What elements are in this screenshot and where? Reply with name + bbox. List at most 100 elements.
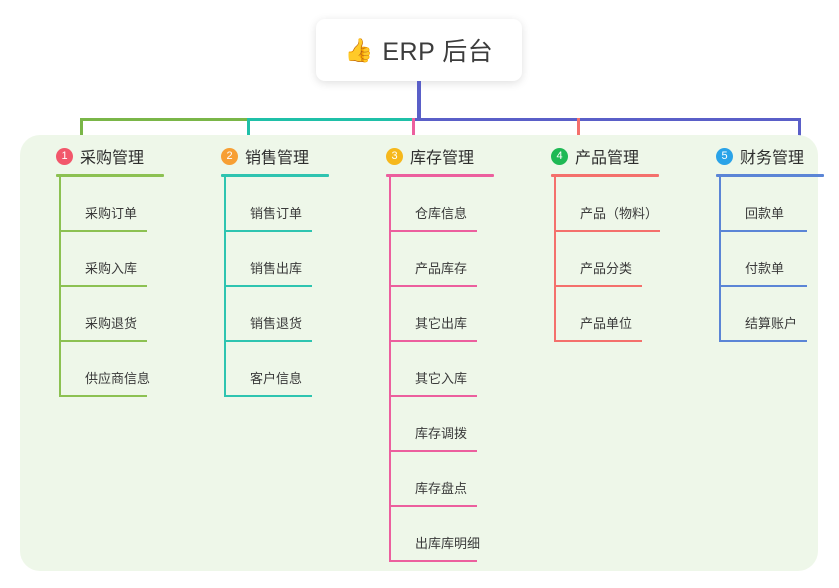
branch-item-underline [391, 450, 477, 452]
branch-item-purchase-4[interactable]: 供应商信息 [59, 342, 190, 397]
branch-item-label: 销售出库 [250, 261, 303, 276]
branch-title-product: 产品管理 [575, 150, 640, 167]
branch-item-label: 客户信息 [250, 371, 303, 386]
branch-item-underline [226, 340, 312, 342]
branch-header[interactable]: 4 产品管理 [533, 143, 685, 169]
branch-item-label: 其它入库 [415, 371, 468, 386]
branch-item-underline [391, 340, 477, 342]
branch-spine [554, 177, 556, 342]
branch-item-label: 出库库明细 [415, 536, 481, 551]
branch-item-underline [391, 560, 477, 562]
branch-underline [221, 174, 329, 177]
root-node-card[interactable]: 👍 ERP 后台 [316, 19, 522, 81]
branch-item-label: 采购退货 [85, 316, 138, 331]
branch-item-label: 采购订单 [85, 206, 138, 221]
branch-items: 回款单 付款单 结算账户 [719, 177, 839, 342]
branch-item-inventory-6[interactable]: 库存盘点 [389, 452, 520, 507]
branch-item-inventory-1[interactable]: 仓库信息 [389, 177, 520, 232]
branch-number-badge-3: 3 [386, 147, 403, 165]
branch-items: 采购订单 采购入库 采购退货 供应商信息 [59, 177, 190, 397]
branch-item-underline [61, 230, 147, 232]
branch-item-underline [391, 505, 477, 507]
branch-item-label: 回款单 [745, 206, 785, 221]
thumbs-up-icon: 👍 [344, 36, 374, 63]
branch-item-product-3[interactable]: 产品单位 [554, 287, 685, 342]
branch-underline [551, 174, 659, 177]
branch-item-underline [61, 395, 147, 397]
branch-item-sales-4[interactable]: 客户信息 [224, 342, 355, 397]
branch-column-product: 4 产品管理 产品（物料） 产品分类 产品单位 [533, 143, 685, 342]
branch-column-finance: 5 财务管理 回款单 付款单 结算账户 [698, 143, 839, 342]
branch-item-underline [226, 230, 312, 232]
branch-item-label: 结算账户 [745, 316, 798, 331]
branch-spine [59, 177, 61, 397]
bus-segment-2 [412, 118, 801, 121]
branch-item-underline [61, 285, 147, 287]
branch-header[interactable]: 5 财务管理 [698, 143, 839, 169]
branch-header[interactable]: 1 采购管理 [38, 143, 190, 169]
branch-item-label: 其它出库 [415, 316, 468, 331]
branch-items: 产品（物料） 产品分类 产品单位 [554, 177, 685, 342]
branch-item-sales-1[interactable]: 销售订单 [224, 177, 355, 232]
branch-item-underline [556, 230, 660, 232]
root-stem [417, 81, 421, 121]
branch-item-inventory-2[interactable]: 产品库存 [389, 232, 520, 287]
branch-item-label: 产品库存 [415, 261, 468, 276]
branch-item-inventory-4[interactable]: 其它入库 [389, 342, 520, 397]
branch-item-label: 仓库信息 [415, 206, 468, 221]
branch-header[interactable]: 2 销售管理 [203, 143, 355, 169]
branch-item-label: 产品单位 [580, 316, 633, 331]
branch-item-label: 产品分类 [580, 261, 633, 276]
branch-number-badge-1: 1 [56, 147, 73, 165]
branch-items: 仓库信息 产品库存 其它出库 其它入库 库存调拨 库存盘点 出库库明细 [389, 177, 520, 562]
branch-item-label: 库存盘点 [415, 481, 468, 496]
branch-number-badge-5: 5 [716, 147, 733, 165]
branch-item-underline [721, 230, 807, 232]
branch-item-underline [391, 395, 477, 397]
branch-item-product-2[interactable]: 产品分类 [554, 232, 685, 287]
diagram-panel [20, 135, 818, 571]
branch-item-underline [556, 285, 642, 287]
branch-item-finance-2[interactable]: 付款单 [719, 232, 839, 287]
branch-item-finance-3[interactable]: 结算账户 [719, 287, 839, 342]
branch-item-purchase-1[interactable]: 采购订单 [59, 177, 190, 232]
branch-underline [56, 174, 164, 177]
branch-title-purchase: 采购管理 [80, 150, 145, 167]
root-node-title: ERP 后台 [382, 38, 494, 66]
branch-column-sales: 2 销售管理 销售订单 销售出库 销售退货 客户信息 [203, 143, 355, 397]
branch-number-badge-4: 4 [551, 147, 568, 165]
branch-spine [389, 177, 391, 562]
branch-underline [386, 174, 494, 177]
branch-item-purchase-3[interactable]: 采购退货 [59, 287, 190, 342]
branch-column-inventory: 3 库存管理 仓库信息 产品库存 其它出库 其它入库 库存调拨 库存盘点 出库库… [368, 143, 520, 562]
branch-item-underline [391, 285, 477, 287]
branch-item-inventory-5[interactable]: 库存调拨 [389, 397, 520, 452]
branch-item-underline [391, 230, 477, 232]
branch-title-sales: 销售管理 [245, 150, 310, 167]
branch-column-purchase: 1 采购管理 采购订单 采购入库 采购退货 供应商信息 [38, 143, 190, 397]
branch-item-label: 库存调拨 [415, 426, 468, 441]
branch-item-underline [61, 340, 147, 342]
branch-item-sales-2[interactable]: 销售出库 [224, 232, 355, 287]
branch-underline [716, 174, 824, 177]
branch-item-inventory-3[interactable]: 其它出库 [389, 287, 520, 342]
branch-spine [224, 177, 226, 397]
branch-item-underline [226, 285, 312, 287]
branch-item-sales-3[interactable]: 销售退货 [224, 287, 355, 342]
branch-item-label: 销售订单 [250, 206, 303, 221]
branch-header[interactable]: 3 库存管理 [368, 143, 520, 169]
branch-title-finance: 财务管理 [740, 150, 805, 167]
branch-number-badge-2: 2 [221, 147, 238, 165]
branch-item-underline [721, 340, 807, 342]
branch-item-product-1[interactable]: 产品（物料） [554, 177, 685, 232]
branch-item-finance-1[interactable]: 回款单 [719, 177, 839, 232]
branch-item-inventory-7[interactable]: 出库库明细 [389, 507, 520, 562]
branch-item-label: 采购入库 [85, 261, 138, 276]
branch-item-label: 供应商信息 [85, 371, 151, 386]
branch-item-label: 销售退货 [250, 316, 303, 331]
branch-item-label: 付款单 [745, 261, 785, 276]
branch-item-underline [721, 285, 807, 287]
branch-item-purchase-2[interactable]: 采购入库 [59, 232, 190, 287]
bus-segment-1 [247, 118, 415, 121]
bus-segment-0 [80, 118, 250, 121]
